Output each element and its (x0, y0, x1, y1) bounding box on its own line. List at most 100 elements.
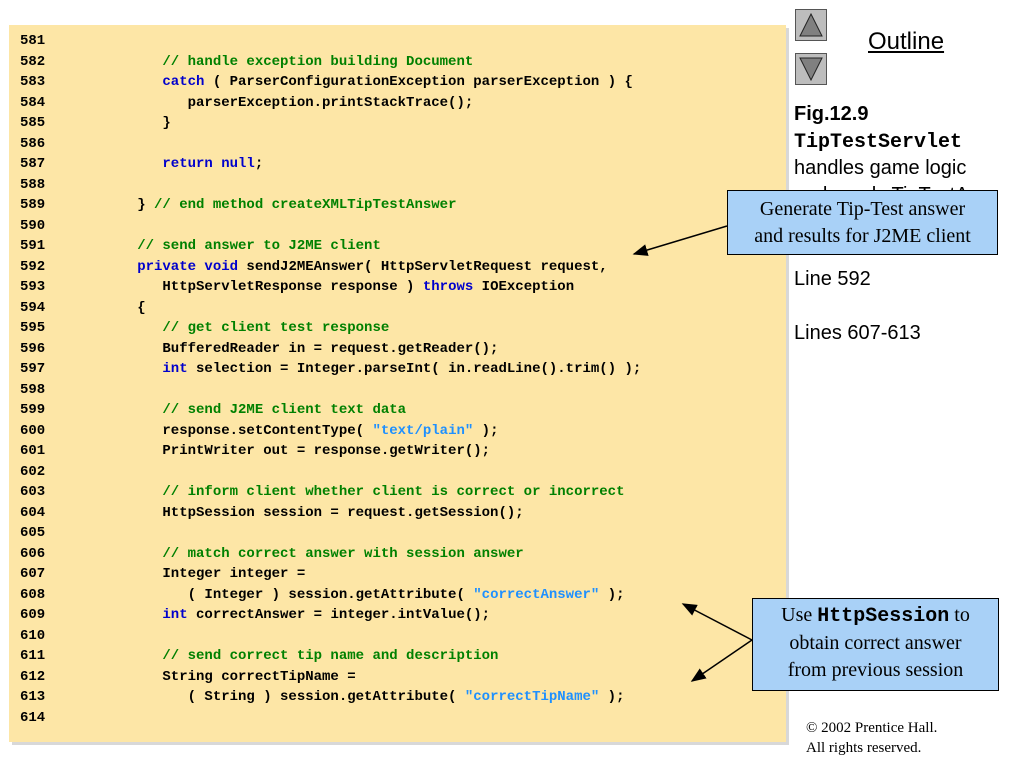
arrow-to-line-592 (632, 225, 728, 256)
code-line: 609 int correctAnswer = integer.intValue… (20, 605, 641, 626)
line-number: 601 (20, 443, 46, 459)
code-line: 597 int selection = Integer.parseInt( in… (20, 359, 641, 380)
code-token: // send answer to J2ME client (112, 238, 381, 254)
code-line: 611 // send correct tip name and descrip… (20, 646, 641, 667)
code-token: int (112, 607, 188, 623)
line-number: 587 (20, 156, 46, 172)
line-number: 591 (20, 238, 46, 254)
callout2-line1: Use HttpSession to (753, 602, 998, 630)
code-token: // handle exception building Document (112, 53, 474, 70)
line-number: 588 (20, 176, 46, 193)
triangle-up-icon (799, 13, 823, 37)
code-token: ); (473, 422, 499, 439)
code-token: PrintWriter out = response.getWriter(); (112, 443, 491, 459)
previous-slide-button[interactable] (795, 9, 827, 41)
code-token: HttpSession session = request.getSession… (112, 504, 524, 521)
code-line: 582 // handle exception building Documen… (20, 52, 641, 73)
line-reference-592: Line 592 (794, 268, 871, 290)
code-token: sendJ2MEAnswer( HttpServletRequest reque… (238, 258, 608, 275)
code-line: 594 { (20, 298, 641, 319)
line-number: 585 (20, 115, 46, 131)
code-token: ( String ) session.getAttribute( (112, 689, 465, 705)
callout2-line2: obtain correct answer (789, 632, 962, 654)
triangle-down-icon (799, 57, 823, 81)
code-token: ; (254, 156, 264, 172)
line-number: 597 (20, 361, 46, 377)
code-token: correctAnswer = integer.intValue(); (187, 607, 491, 623)
code-token: // end method createXMLTipTestAnswer (154, 197, 457, 213)
line-number: 612 (20, 668, 46, 685)
code-token: selection = Integer.parseInt( in.readLin… (187, 361, 642, 377)
code-token: ( ParserConfigurationException parserExc… (204, 74, 633, 90)
code-line: 593 HttpServletResponse response ) throw… (20, 277, 641, 298)
code-token: ( Integer ) session.getAttribute( (112, 586, 474, 603)
line-number: 590 (20, 217, 46, 234)
line-number: 599 (20, 402, 46, 418)
callout2-code: HttpSession (817, 605, 950, 628)
code-token: } (112, 197, 155, 213)
code-line: 601 PrintWriter out = response.getWriter… (20, 441, 641, 462)
code-token: return null (112, 156, 255, 172)
code-line: 610 (20, 626, 641, 647)
callout2-prefix: Use (781, 604, 818, 626)
code-line: 599 // send J2ME client text data (20, 400, 641, 421)
code-line: 583 catch ( ParserConfigurationException… (20, 72, 641, 93)
line-number: 609 (20, 607, 46, 623)
line-number: 602 (20, 463, 46, 480)
code-token: // match correct answer with session ans… (112, 545, 524, 562)
code-token: catch (112, 74, 205, 90)
copyright-notice: © 2002 Prentice Hall. All rights reserve… (806, 718, 937, 758)
callout-generate-answer: Generate Tip-Test answer and results for… (727, 190, 998, 255)
code-token: int (112, 361, 188, 377)
callout-http-session: Use HttpSession to obtain correct answer… (752, 598, 999, 691)
line-reference-607-613: Lines 607-613 (794, 322, 921, 344)
code-line: 592 private void sendJ2MEAnswer( HttpSer… (20, 257, 641, 278)
line-number: 604 (20, 504, 46, 521)
line-number: 600 (20, 422, 46, 439)
next-slide-button[interactable] (795, 53, 827, 85)
figure-description-line1: handles game logic (794, 157, 967, 179)
code-panel: 581 582 // handle exception building Docu… (9, 25, 786, 742)
code-line: 613 ( String ) session.getAttribute( "co… (20, 687, 641, 708)
code-token: Integer integer = (112, 566, 306, 582)
code-line: 605 (20, 523, 641, 544)
code-token: BufferedReader in = request.getReader(); (112, 340, 499, 357)
code-token: // send J2ME client text data (112, 402, 407, 418)
line-number: 593 (20, 279, 46, 295)
code-token: String correctTipName = (112, 668, 356, 685)
code-token: ); (599, 586, 625, 603)
figure-class-name: TipTestServlet (794, 131, 963, 154)
copyright-line2: All rights reserved. (806, 740, 922, 756)
code-line: 584 parserException.printStackTrace(); (20, 93, 641, 114)
code-token: private void (112, 258, 239, 275)
line-number: 610 (20, 627, 46, 644)
line-number: 584 (20, 94, 46, 111)
line-number: 598 (20, 381, 46, 398)
callout2-suffix: to (949, 604, 970, 626)
code-line: 590 (20, 216, 641, 237)
line-number: 613 (20, 689, 46, 705)
outline-link[interactable]: Outline (868, 28, 945, 55)
line-number: 606 (20, 545, 46, 562)
callout1-line2: and results for J2ME client (754, 225, 971, 247)
line-number: 596 (20, 340, 46, 357)
code-line: 606 // match correct answer with session… (20, 544, 641, 565)
line-number: 581 (20, 33, 46, 49)
code-line: 603 // inform client whether client is c… (20, 482, 641, 503)
code-line: 598 (20, 380, 641, 401)
code-token: "correctAnswer" (473, 586, 600, 603)
code-token: } (112, 115, 171, 131)
code-token: "text/plain" (372, 422, 474, 439)
code-token: // inform client whether client is corre… (112, 484, 625, 500)
callout2-line3: from previous session (787, 659, 964, 681)
code-line: 581 (20, 31, 641, 52)
line-number: 583 (20, 74, 46, 90)
code-line: 612 String correctTipName = (20, 667, 641, 688)
line-number: 607 (20, 566, 46, 582)
code-token: ); (599, 689, 625, 705)
code-token: // send correct tip name and description (112, 648, 499, 664)
code-token: throws (422, 279, 474, 295)
code-line: 586 (20, 134, 641, 155)
code-line: 585 } (20, 113, 641, 134)
